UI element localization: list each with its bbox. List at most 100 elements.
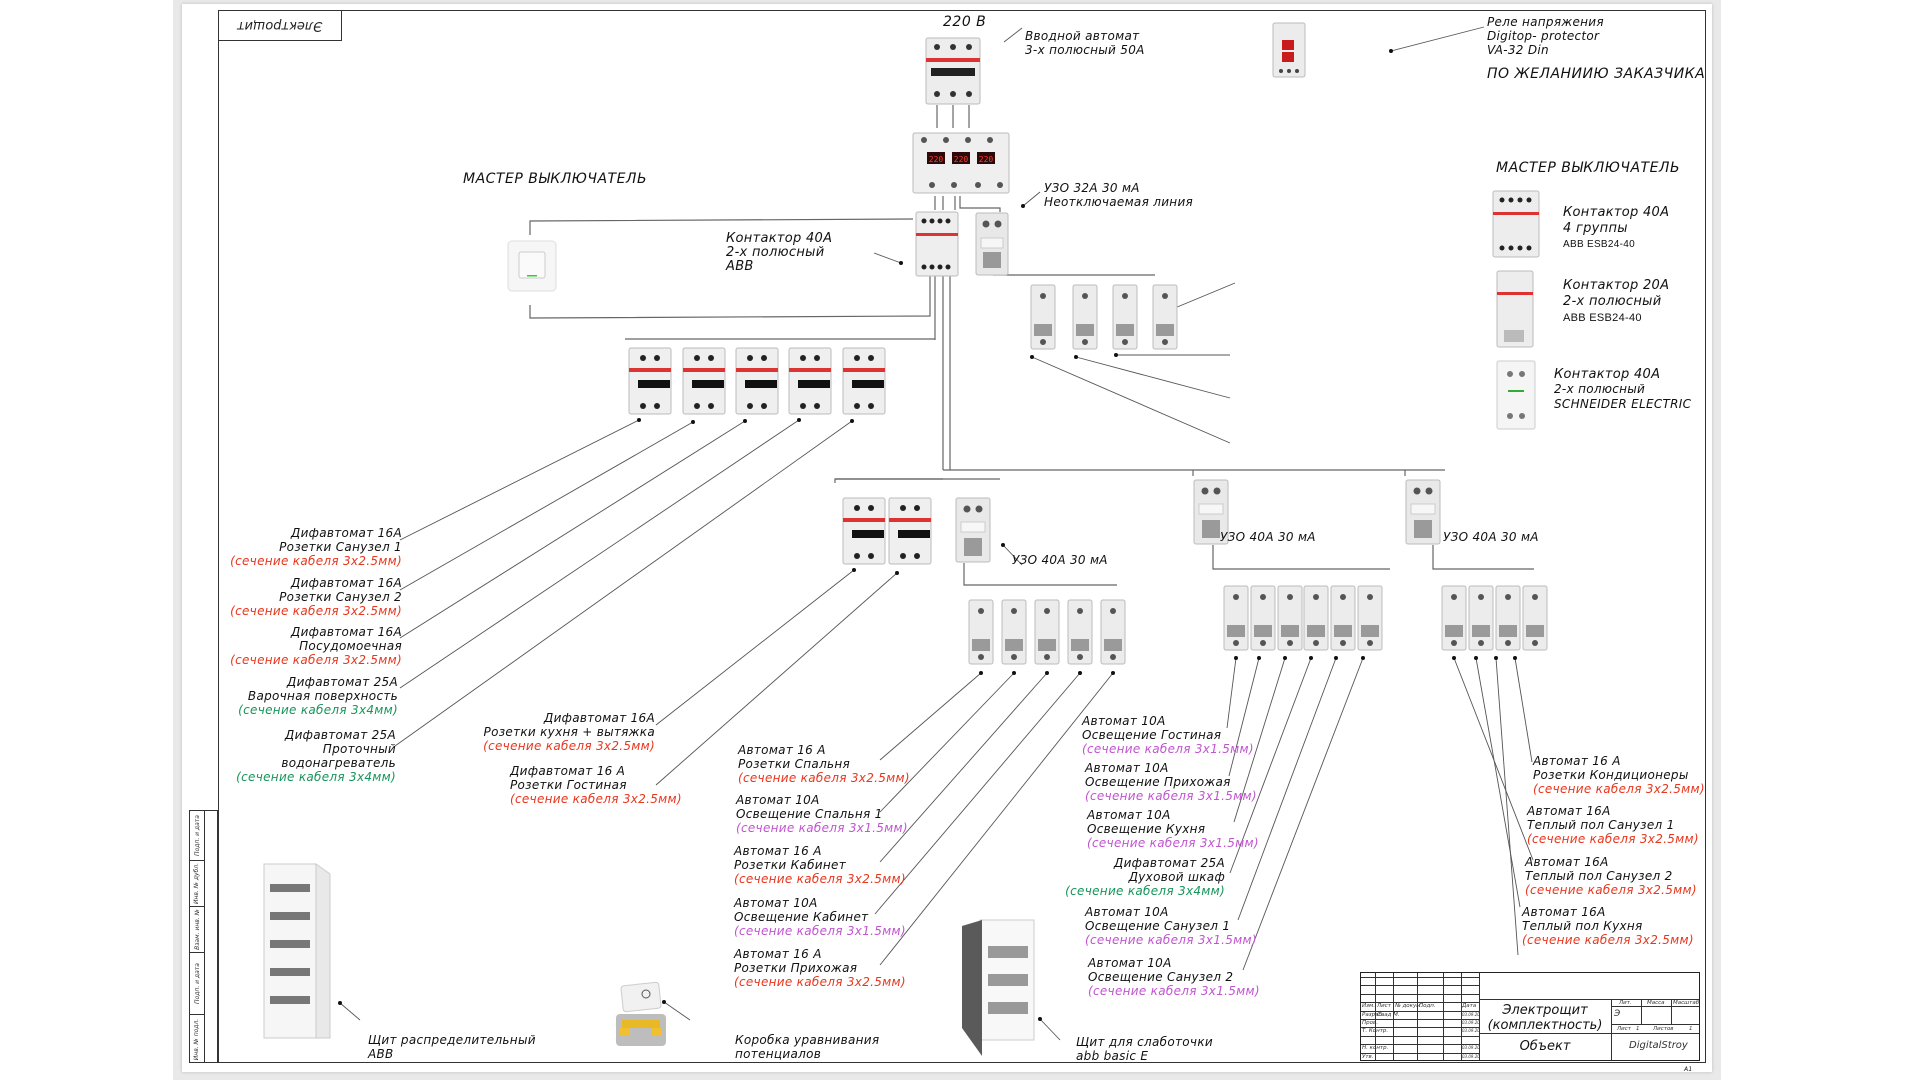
breaker-uninterrupted-3: [1112, 284, 1138, 350]
leader-line: [874, 672, 1081, 915]
leader-dot: [1030, 355, 1034, 359]
doc-title: Электрощит (комплектность): [1487, 1003, 1603, 1033]
leader-line: [879, 672, 1114, 966]
title-block-role: Утв.: [1362, 1053, 1374, 1060]
side-cell: Инв. № подл.: [193, 1018, 201, 1060]
leader-dot: [338, 1001, 342, 1005]
voltage-relay-label: Реле напряжения Digitop- protector VA-32…: [1487, 15, 1604, 57]
leader-line: [879, 672, 1048, 863]
leader-line: [1495, 657, 1519, 956]
leader-line: [1229, 657, 1312, 874]
breaker-rcd1-5: [1100, 599, 1126, 665]
side-cell: Инв. № дубл.: [190, 861, 204, 907]
leader-dot: [797, 418, 801, 422]
leader-line: [339, 1002, 361, 1021]
stage-value: Э: [1614, 1009, 1621, 1019]
leader-dot: [895, 571, 899, 575]
leader-dot: [691, 420, 695, 424]
leader-line: [1514, 657, 1533, 763]
title-block-role: Разраб.: [1362, 1011, 1384, 1018]
leader-dot: [852, 568, 856, 572]
sheets-value: 1: [1689, 1026, 1693, 1032]
leader-line: [399, 419, 800, 689]
title-block-name: Саад М.: [1377, 1011, 1400, 1018]
diff-breaker-mid-2: [888, 497, 932, 565]
leader-line: [1039, 1018, 1061, 1041]
rcd-main-32a: [975, 212, 1009, 276]
rcd-group-3: [1405, 479, 1441, 545]
wire: [959, 196, 1001, 212]
diff-breaker-mid-1: [842, 497, 886, 565]
master-contactor-label: Контактор 40А 2-х полюсный ABB: [726, 231, 833, 274]
leader-line: [1075, 356, 1231, 399]
leader-line: [394, 420, 853, 747]
leader-dot: [1257, 656, 1261, 660]
wire: [529, 218, 914, 235]
breaker-rcd1-1: [968, 599, 994, 665]
legend-contactor-40a-4group: [1492, 190, 1540, 258]
leader-line: [655, 572, 898, 786]
voltage-relay-din: [1272, 22, 1306, 78]
input-voltage-label: 220 В: [943, 14, 987, 30]
panel-main-label: Щит распределительный ABB: [368, 1033, 536, 1061]
leader-dot: [979, 671, 983, 675]
leader-dot: [1309, 656, 1313, 660]
breaker-rcd2-6: [1357, 585, 1383, 651]
leader-line: [1228, 657, 1260, 777]
rcd-label: УЗО 40А 30 мА: [1220, 530, 1316, 544]
leader-line: [1390, 26, 1485, 52]
title-block-date: 03.09.20: [1462, 1053, 1480, 1059]
breaker-rcd1-2: [1001, 599, 1027, 665]
relay-display-3: 220: [979, 155, 994, 164]
leader-dot: [1038, 1017, 1042, 1021]
wire: [1212, 545, 1390, 570]
leader-dot: [1078, 671, 1082, 675]
side-cell: Подп. и дата: [190, 811, 204, 861]
leader-line: [1169, 282, 1236, 311]
leader-dot: [1389, 49, 1393, 53]
title-block-date: 03.09.20: [1462, 1020, 1480, 1025]
input-breaker-3pole: [925, 37, 981, 105]
company-name: DigitalStroy: [1629, 1040, 1688, 1051]
breaker-rcd3-2: [1468, 585, 1494, 651]
title-block-header: Изм.: [1362, 1003, 1375, 1010]
master-switch-title: МАСТЕР ВЫКЛЮЧАТЕЛЬ: [463, 171, 648, 187]
breaker-rcd2-3: [1277, 585, 1303, 651]
leader-dot: [1045, 671, 1049, 675]
breaker-rcd2-2: [1250, 585, 1276, 651]
diff-breaker-left-1: [628, 347, 672, 415]
scale-label: Масштаб: [1673, 1000, 1700, 1006]
title-block-header: Подп.: [1419, 1003, 1436, 1010]
legend-item-3: Контактор 40А 2-х полюсный SCHNEIDER ELE…: [1554, 367, 1692, 411]
leader-line: [1002, 544, 1023, 566]
leader-line: [1237, 657, 1337, 921]
leader-line: [879, 672, 982, 761]
leader-line: [1475, 657, 1521, 908]
rcd-label: УЗО 40А 30 мА: [1012, 553, 1108, 567]
breaker-rcd3-1: [1441, 585, 1467, 651]
drawing-frame: [218, 10, 1706, 1063]
leader-line: [1003, 27, 1023, 43]
title-block-date: 03.09.20: [1462, 1028, 1480, 1034]
diff-breaker-left-4: [788, 347, 832, 415]
rcd-group-2: [1193, 479, 1229, 545]
breaker-rcd1-4: [1067, 599, 1093, 665]
leader-dot: [1283, 656, 1287, 660]
breaker-uninterrupted-4: [1152, 284, 1178, 350]
